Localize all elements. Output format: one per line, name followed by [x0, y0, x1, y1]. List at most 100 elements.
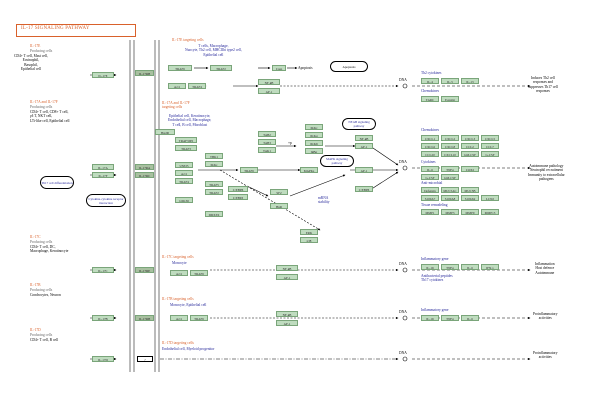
- cytokine-receptor-interaction[interactable]: Cytokine-cytokine receptor interaction: [86, 194, 126, 207]
- gene-casp[interactable]: Casp: [272, 65, 286, 71]
- target-gcsf[interactable]: G-CSF: [421, 174, 439, 180]
- gene-il17f[interactable]: IL-17F: [92, 172, 114, 178]
- target-cxcl6[interactable]: CXCL6: [421, 143, 439, 149]
- gene-traf4[interactable]: TRAF4: [175, 178, 193, 184]
- gene-il17b[interactable]: IL-17B: [92, 315, 114, 321]
- gene-il17rb-b[interactable]: IL-17RB: [135, 315, 154, 321]
- gene-traf5[interactable]: TRAF5: [205, 181, 223, 187]
- gene-hur[interactable]: HuR: [270, 203, 288, 209]
- target-tarc[interactable]: TARC: [421, 96, 439, 102]
- gene-act1[interactable]: Act1: [175, 170, 193, 176]
- gene-il17e-ligand[interactable]: IL-17E: [92, 72, 114, 78]
- target-il1b-b[interactable]: IL-1β: [421, 315, 439, 321]
- gene-usp25[interactable]: USP25: [175, 162, 193, 168]
- target-ccl2[interactable]: CCL2: [461, 143, 479, 149]
- gene-il17rb[interactable]: IL-17RB: [135, 70, 154, 76]
- gene-ikka[interactable]: IKKα: [305, 132, 323, 138]
- target-mmp13[interactable]: MMP13: [481, 209, 499, 215]
- gene-cebpb[interactable]: C/EBPβ: [228, 186, 248, 192]
- gene-traf4-e[interactable]: TRAF4: [188, 83, 206, 89]
- gene-nfkb[interactable]: NF-kB: [355, 135, 373, 141]
- gene-traf6-b[interactable]: TRAF6: [190, 315, 208, 321]
- target-s100a7[interactable]: S100A7: [421, 195, 439, 201]
- gene-mapk[interactable]: MAPKs: [300, 167, 318, 173]
- mapk-pathway-link[interactable]: MAPK signaling pathway: [320, 155, 354, 167]
- gene-hsp90[interactable]: Hsp90: [155, 129, 175, 135]
- gene-il17a[interactable]: IL-17A: [92, 164, 114, 170]
- gene-ap1-2[interactable]: AP-1: [355, 167, 373, 173]
- target-il4[interactable]: IL-4: [421, 78, 439, 84]
- target-muc5b[interactable]: MUC5B: [461, 187, 479, 193]
- gene-tab2[interactable]: TAB2: [258, 131, 276, 137]
- th17-differentiation[interactable]: Th17 cell differentiation: [40, 176, 74, 189]
- gene-act1-e[interactable]: Act1: [168, 83, 186, 89]
- gene-traf2-e[interactable]: TRAF2: [210, 65, 232, 71]
- target-cxcl3[interactable]: CXCL3: [461, 135, 479, 141]
- gene-nfkb-b[interactable]: NF-kB: [276, 311, 298, 317]
- nfkb-pathway-link[interactable]: NF-kB signaling pathway: [342, 118, 376, 130]
- target-ifng-c[interactable]: IFN-γ: [481, 264, 499, 270]
- gene-cebpd[interactable]: C/EBPδ: [228, 194, 248, 200]
- gene-sf2[interactable]: SF2: [270, 189, 288, 195]
- target-il6[interactable]: IL-6: [421, 166, 439, 172]
- target-cxcl2[interactable]: CXCL2: [441, 135, 459, 141]
- gene-erk[interactable]: ERK: [300, 229, 318, 235]
- gene-il17d[interactable]: IL-17D: [92, 356, 114, 362]
- gene-traf6-e[interactable]: TRAF6: [168, 65, 192, 71]
- target-eotaxin[interactable]: Eotaxin: [441, 96, 459, 102]
- gene-traf2b[interactable]: TRAF2: [205, 189, 223, 195]
- target-il5[interactable]: IL-5: [441, 78, 459, 84]
- gene-traf3[interactable]: TRAF3: [175, 145, 197, 151]
- target-mmp1[interactable]: MMP1: [421, 209, 439, 215]
- gene-act1-b[interactable]: Act1: [170, 315, 188, 321]
- gene-ap1-b[interactable]: AP-1: [276, 320, 298, 326]
- gene-act1-c[interactable]: Act1: [170, 270, 188, 276]
- target-s100a9[interactable]: S100A9: [461, 195, 479, 201]
- target-cxcl10[interactable]: CXCL10: [441, 151, 459, 157]
- gene-cebp-2[interactable]: C/EBPβ: [355, 186, 373, 192]
- gene-tbk1[interactable]: TBK1: [205, 153, 223, 159]
- gene-il17c[interactable]: IL-17C: [92, 267, 114, 273]
- target-il13[interactable]: IL-13: [461, 78, 479, 84]
- target-gmcsf[interactable]: GM-CSF: [441, 174, 459, 180]
- gene-il17re[interactable]: IL-17RE: [135, 267, 154, 273]
- target-tnfa[interactable]: TNFα: [441, 166, 459, 172]
- gene-nfkb-e[interactable]: NF-kB: [258, 79, 280, 85]
- target-ccl7[interactable]: CCL7: [481, 143, 499, 149]
- gene-gsk3b[interactable]: GSK3β: [175, 197, 193, 203]
- gene-ikkb[interactable]: IKKβ: [305, 140, 323, 146]
- gene-ap1-c[interactable]: AP-1: [276, 274, 298, 280]
- gene-ddx3x[interactable]: DDX3X: [205, 211, 223, 217]
- target-mmp3[interactable]: MMP3: [441, 209, 459, 215]
- target-tnfa-c[interactable]: TNFα: [441, 264, 459, 270]
- target-lcn2[interactable]: LCN2: [481, 195, 499, 201]
- gene-nfkb-c[interactable]: NF-kB: [276, 265, 298, 271]
- target-il1b-c[interactable]: IL-1β: [421, 264, 439, 270]
- target-tnfa-b[interactable]: TNFα: [441, 315, 459, 321]
- gene-p38[interactable]: p38: [300, 237, 318, 243]
- gene-ikba[interactable]: IkBα: [305, 148, 323, 154]
- target-il6-c[interactable]: IL-6: [461, 264, 479, 270]
- target-gcsf-chemo[interactable]: G-CSF: [481, 151, 499, 157]
- target-s100a8[interactable]: S100A8: [441, 195, 459, 201]
- target-il6-b[interactable]: IL-6: [461, 315, 479, 321]
- gene-il17ra[interactable]: IL-17RA: [135, 164, 154, 170]
- target-mmp9[interactable]: MMP9: [461, 209, 479, 215]
- unknown-receptor[interactable]: ?: [137, 356, 153, 362]
- gene-traf6-c[interactable]: TRAF6: [190, 270, 208, 276]
- gene-ikbke[interactable]: IKKε: [205, 161, 223, 167]
- apoptosis-box[interactable]: Apoptosis: [330, 61, 368, 72]
- gene-tab3[interactable]: TAB3: [258, 139, 276, 145]
- target-cox2[interactable]: COX2: [461, 166, 479, 172]
- target-gmcsf-chemo[interactable]: GM-CSF: [461, 151, 479, 157]
- gene-ap1-e[interactable]: AP-1: [258, 88, 280, 94]
- gene-tak1[interactable]: TAK1: [258, 147, 276, 153]
- gene-traf6[interactable]: TRAF6: [240, 167, 258, 173]
- gene-il17rc[interactable]: IL-17RC: [135, 172, 154, 178]
- target-muc5ac[interactable]: MUC5AC: [441, 187, 459, 193]
- gene-ikkg[interactable]: IKKγ: [305, 124, 323, 130]
- target-defensin[interactable]: Defensin: [421, 187, 439, 193]
- gene-ap1[interactable]: AP-1: [355, 143, 373, 149]
- gene-traf3ip2[interactable]: TRAF3IP2: [175, 137, 197, 143]
- target-cxcl8[interactable]: CXCL8: [441, 143, 459, 149]
